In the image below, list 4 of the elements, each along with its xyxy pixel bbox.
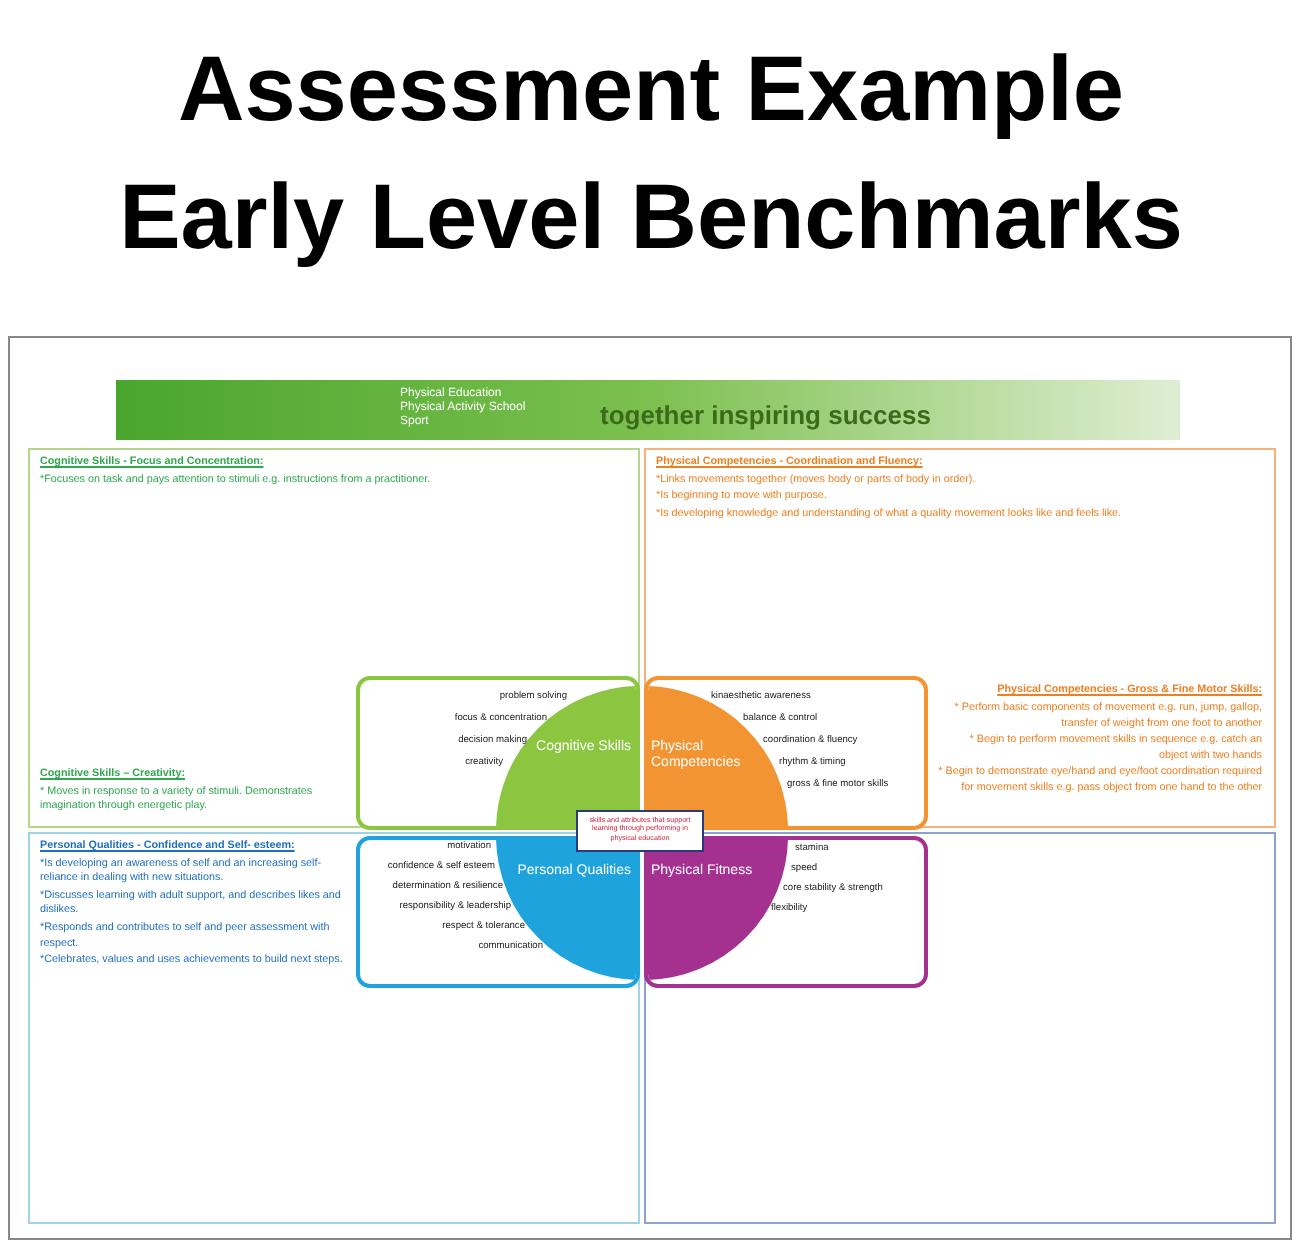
title: Assessment Example Early Level Benchmarks [117,34,1185,272]
quadrant-card [355,835,639,987]
text-panel [28,832,640,1224]
banner-slogan: together inspiring success [600,398,933,434]
